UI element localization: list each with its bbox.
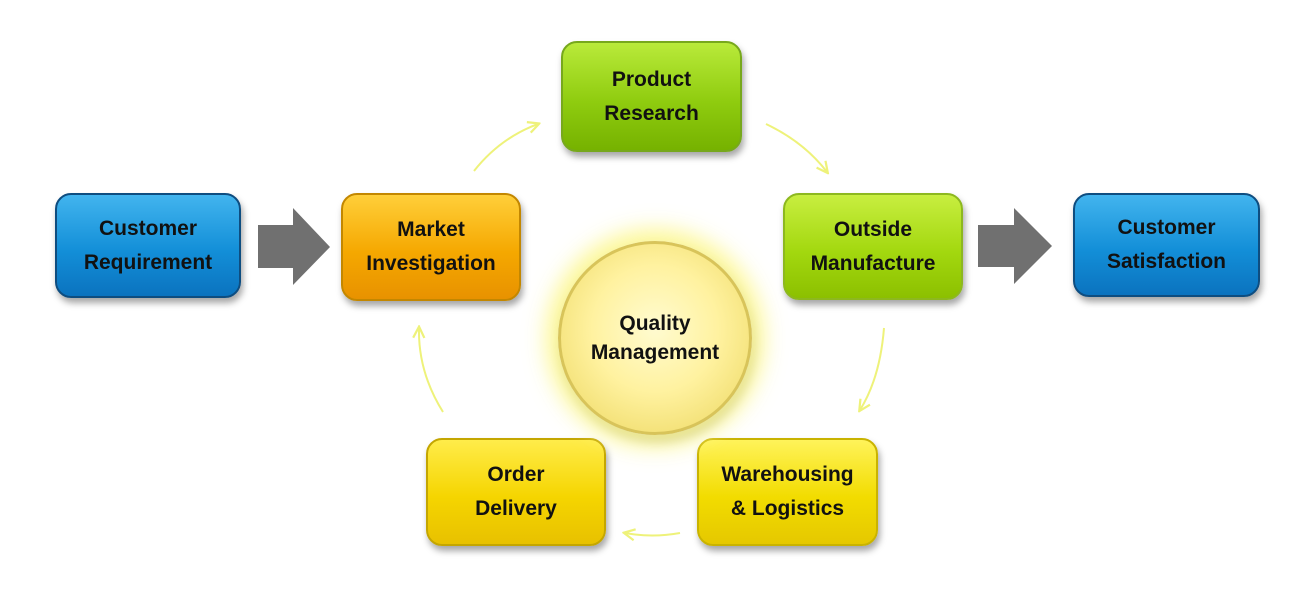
node-label: Quality Management: [590, 312, 720, 364]
node-warehousing-logistics: Warehousing & Logistics: [697, 438, 878, 546]
curved-arrow-product-to-manufacture: [765, 123, 827, 172]
node-outside-manufacture: Outside Manufacture: [783, 193, 963, 300]
node-label: Customer Satisfaction: [1106, 216, 1227, 273]
block-arrow-requirement-to-market: [258, 208, 330, 285]
node-label: Order Delivery: [475, 463, 557, 520]
block-arrow-manufacture-to-satisfaction: [978, 208, 1052, 284]
node-label: Warehousing & Logistics: [721, 463, 854, 520]
curved-arrow-manufacture-to-warehousing: [860, 327, 885, 410]
node-label: Product Research: [604, 67, 699, 125]
curved-arrow-warehousing-to-order: [625, 533, 681, 536]
node-label: Market Investigation: [366, 218, 496, 275]
node-customer-satisfaction: Customer Satisfaction: [1073, 193, 1260, 297]
node-market-investigation: Market Investigation: [341, 193, 521, 301]
node-label: Customer Requirement: [83, 216, 213, 274]
curved-arrow-market-to-product: [473, 124, 538, 172]
node-order-delivery: Order Delivery: [426, 438, 606, 546]
curved-arrow-order-to-market: [419, 328, 444, 413]
node-label: Outside Manufacture: [810, 217, 936, 275]
node-customer-requirement: Customer Requirement: [55, 193, 241, 298]
node-quality-management: Quality Management: [558, 241, 752, 435]
node-product-research: Product Research: [561, 41, 742, 152]
